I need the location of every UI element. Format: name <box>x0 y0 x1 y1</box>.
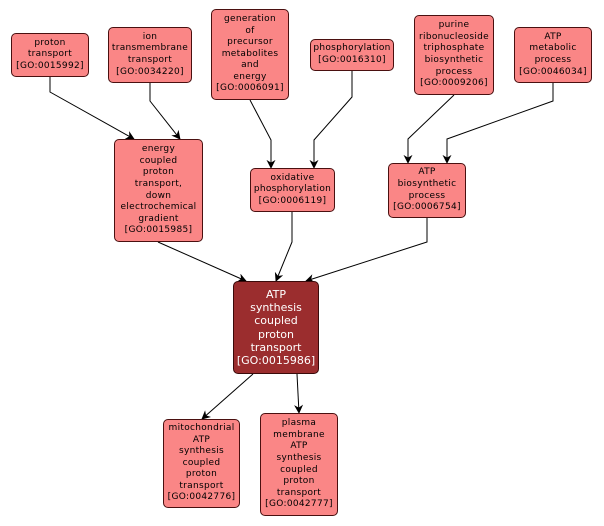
edge-purine_ribonucleoside-to-atp_biosynthetic <box>403 94 455 164</box>
node-label-line: biosynthetic <box>397 178 457 189</box>
edge-ion_transmembrane_transport-to-energy_coupled <box>149 83 181 140</box>
node-label-line: ion <box>142 31 158 42</box>
node-go-id: [GO:0042776] <box>167 492 236 503</box>
node-label-line: ribonucleoside <box>419 31 489 42</box>
node-label-line: ATP <box>192 434 211 445</box>
node-label-line: synthesis <box>178 446 225 457</box>
node-go-id: [GO:0009206] <box>420 78 488 89</box>
edge-atp_metabolic-to-atp_biosynthetic <box>442 83 554 164</box>
node-label-line: of <box>245 25 255 36</box>
node-label-line: process <box>408 190 446 201</box>
node-label-line: synthesis <box>250 300 302 314</box>
node-label-line: transport, <box>134 178 183 189</box>
node-go-id: [GO:0042777] <box>265 499 333 510</box>
node-label-line: transmembrane <box>111 43 189 54</box>
edge-proton_transport-to-energy_coupled <box>49 77 135 140</box>
node-label-line: ATP <box>290 441 308 452</box>
node-label-line: energy <box>233 71 267 82</box>
node-label-line: ATP <box>544 31 562 42</box>
node-label-line: phosphorylation <box>313 43 391 54</box>
node-label-line: process <box>435 66 473 77</box>
node-go-id: [GO:0034220] <box>116 66 184 77</box>
node-label-line: proton <box>142 167 175 178</box>
node-phosphorylation[interactable]: phosphorylation[GO:0016310] <box>310 39 394 71</box>
node-label-line: proton <box>34 37 66 48</box>
node-go-id: [GO:0016310] <box>318 55 386 65</box>
node-label-line: transport <box>179 480 224 491</box>
node-go-id: [GO:0015986] <box>236 354 316 368</box>
node-go-id: [GO:0006091] <box>216 83 284 94</box>
node-label-line: energy <box>141 144 176 155</box>
edge-atp_synthesis_coupled-to-plasma_membrane <box>294 373 304 414</box>
node-label-line: metabolites <box>221 48 279 59</box>
node-label-line: coupled <box>182 457 221 468</box>
node-label-line: transport <box>276 487 322 498</box>
node-label-line: coupled <box>280 464 318 475</box>
node-label-line: membrane <box>273 429 325 440</box>
node-label-line: phosphorylation <box>253 184 332 195</box>
node-go-id: [GO:0015985] <box>124 225 193 236</box>
node-go-id: [GO:0006119] <box>258 195 327 206</box>
node-go-id: [GO:0006754] <box>393 202 461 213</box>
node-label-line: coupled <box>254 314 298 328</box>
node-go-id: [GO:0046034] <box>519 66 587 77</box>
node-label-line: purine <box>438 20 470 31</box>
node-label-line: mitochondrial <box>168 422 235 433</box>
edge-atp_synthesis_coupled-to-mitochondrial <box>201 373 254 420</box>
node-label-line: proton <box>185 469 218 480</box>
node-label-line: triphosphate <box>423 43 485 54</box>
node-label-line: electrochemical <box>120 202 197 213</box>
node-label-line: transport <box>127 55 173 65</box>
node-go-id: [GO:0015992] <box>16 60 84 71</box>
node-label-line: gradient <box>138 213 179 224</box>
node-label-line: coupled <box>139 155 178 166</box>
edge-energy_coupled-to-atp_synthesis_coupled <box>157 241 247 282</box>
node-label-line: proton <box>257 327 294 341</box>
edge-oxidative_phosphorylation-to-atp_synthesis_coupled <box>274 212 293 282</box>
node-label-line: metabolic <box>529 43 577 54</box>
node-label-line: process <box>534 55 572 65</box>
node-label-line: oxidative <box>270 172 315 183</box>
edge-atp_biosynthetic-to-atp_synthesis_coupled <box>305 218 428 283</box>
node-label-line: proton <box>283 476 315 487</box>
node-label-line: precursor <box>227 37 273 48</box>
node-label-line: ATP <box>418 167 436 178</box>
edge-phosphorylation-to-oxidative_phosphorylation <box>309 71 353 169</box>
node-label-line: generation <box>224 13 276 24</box>
edge-generation_precursor-to-oxidative_phosphorylation <box>249 99 276 169</box>
node-label-line: down <box>145 190 172 201</box>
node-label-line: ATP <box>265 287 287 301</box>
node-label-line: transport <box>250 340 302 354</box>
node-label-line: transport <box>27 49 73 60</box>
node-label-line: and <box>241 60 259 71</box>
node-label-line: biosynthetic <box>424 55 484 65</box>
node-label-line: plasma <box>281 418 317 429</box>
node-label-line: synthesis <box>276 452 322 463</box>
